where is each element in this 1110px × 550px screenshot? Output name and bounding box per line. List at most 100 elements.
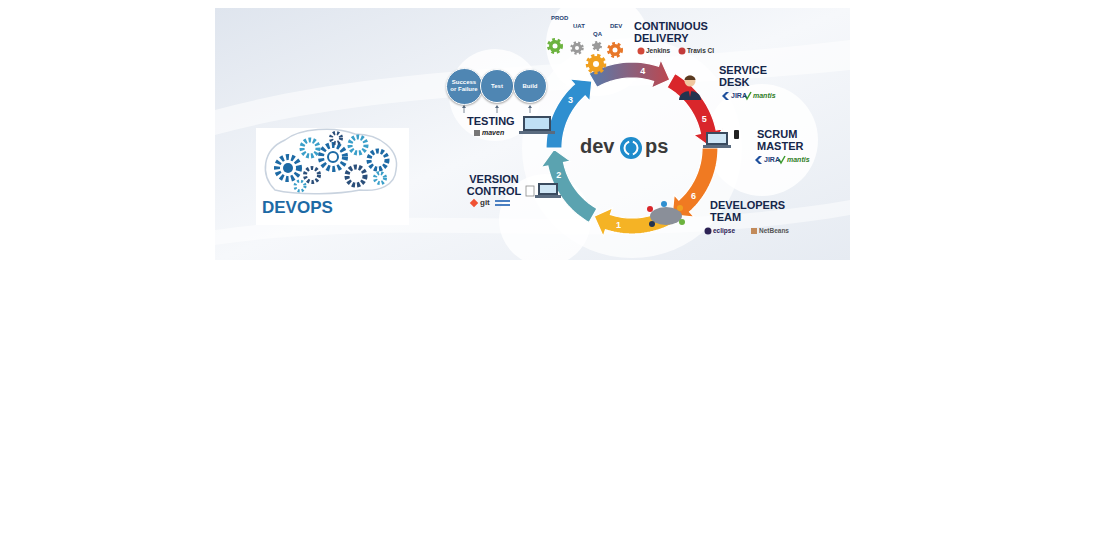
brain-logo bbox=[375, 173, 385, 183]
team-table bbox=[650, 207, 682, 225]
environment-gears bbox=[549, 40, 561, 52]
step-text: Build bbox=[523, 83, 538, 90]
brain-logo bbox=[350, 137, 366, 153]
brain-logo bbox=[331, 133, 341, 143]
laptop-icon bbox=[703, 145, 731, 148]
environment-gears bbox=[613, 48, 618, 53]
tool-logo bbox=[679, 48, 686, 55]
environment-gears bbox=[594, 43, 601, 50]
tool-name: Travis CI bbox=[687, 47, 714, 54]
environment-gears bbox=[572, 43, 582, 53]
tool-logo bbox=[495, 200, 510, 202]
laptop-icon bbox=[526, 186, 534, 196]
laptop-icon bbox=[540, 185, 556, 193]
tool-name: JIRA bbox=[731, 92, 747, 100]
devops-logo-mark bbox=[620, 137, 642, 159]
stage-heading: CONTINUOUS DELIVERY bbox=[634, 20, 718, 44]
logo-text: DEVOPS bbox=[262, 199, 333, 218]
tool-logo bbox=[722, 92, 729, 100]
stage-heading: SCRUM MASTER bbox=[757, 128, 809, 152]
team-table bbox=[647, 201, 685, 227]
up-arrow bbox=[495, 105, 499, 108]
tool-name: JIRA bbox=[764, 156, 780, 164]
tool-logo bbox=[751, 228, 757, 234]
laptop-icon bbox=[734, 130, 739, 139]
tool-logo bbox=[705, 228, 712, 235]
step-number: 6 bbox=[691, 192, 696, 201]
white-halo bbox=[706, 84, 818, 196]
logo-text: dev bbox=[580, 135, 614, 157]
environment-label: PROD bbox=[551, 15, 568, 22]
step-text: Success or Failure bbox=[450, 79, 478, 92]
environment-gears bbox=[549, 40, 621, 72]
step-number: 2 bbox=[556, 170, 561, 179]
laptop-icon bbox=[538, 183, 558, 195]
step-circle: Build bbox=[513, 69, 547, 103]
environment-gears bbox=[553, 44, 558, 49]
service-person bbox=[688, 88, 692, 97]
service-person bbox=[679, 76, 701, 101]
devops-logo-mark bbox=[620, 137, 642, 159]
tool-name: maven bbox=[482, 129, 504, 137]
step-circle: Test bbox=[480, 69, 514, 103]
step-number: 5 bbox=[702, 114, 707, 123]
laptop-icon bbox=[706, 132, 728, 145]
step-number: 1 bbox=[616, 220, 621, 229]
up-arrow bbox=[462, 105, 532, 113]
stage-heading: SERVICE DESK bbox=[719, 64, 777, 88]
laptop-icon bbox=[525, 118, 549, 129]
stage-heading: VERSION CONTROL bbox=[463, 173, 525, 197]
brain-logo bbox=[283, 163, 293, 173]
tool-name: Jenkins bbox=[646, 47, 670, 54]
devops-logo-mark bbox=[629, 140, 633, 144]
team-table bbox=[679, 219, 685, 225]
brain-logo bbox=[369, 151, 387, 169]
tool-name: git bbox=[480, 199, 490, 208]
tool-name: mantis bbox=[787, 156, 810, 164]
stage-heading: DEVELOPERS TEAM bbox=[710, 199, 794, 223]
environment-gears bbox=[609, 44, 621, 56]
up-arrow bbox=[528, 105, 532, 108]
brain-logo bbox=[302, 140, 318, 156]
devops-logo-mark bbox=[629, 153, 633, 157]
environment-label: DEV bbox=[610, 23, 622, 30]
team-table bbox=[677, 205, 683, 211]
laptop-icon bbox=[535, 195, 561, 198]
brain-logo bbox=[256, 128, 409, 225]
step-number: 4 bbox=[640, 66, 645, 75]
environment-label: QA bbox=[593, 31, 602, 38]
tool-logo bbox=[495, 204, 510, 206]
step-circle: Success or Failure bbox=[446, 68, 483, 105]
brain-logo bbox=[328, 152, 338, 162]
up-arrow bbox=[462, 105, 466, 108]
step-number: 3 bbox=[568, 95, 573, 104]
tool-name: eclipse bbox=[713, 227, 735, 234]
team-table bbox=[647, 206, 653, 212]
laptop-icon bbox=[519, 116, 739, 198]
brain-logo bbox=[256, 128, 409, 225]
service-person bbox=[685, 76, 696, 87]
logo-text: ps bbox=[645, 135, 668, 157]
tool-logo bbox=[470, 199, 478, 207]
tool-name: NetBeans bbox=[759, 227, 789, 234]
step-text: Test bbox=[491, 83, 503, 90]
brain-logo bbox=[277, 157, 299, 179]
environment-label: UAT bbox=[573, 23, 585, 30]
tool-logo bbox=[755, 156, 762, 164]
environment-gears bbox=[593, 61, 599, 67]
environment-gears bbox=[575, 46, 579, 50]
laptop-icon bbox=[708, 134, 726, 143]
laptop-icon bbox=[519, 131, 555, 134]
tool-logo bbox=[638, 48, 645, 55]
brain-logo bbox=[347, 167, 365, 185]
brain-logo bbox=[305, 168, 319, 182]
laptop-icon bbox=[523, 116, 551, 131]
team-table bbox=[649, 221, 655, 227]
white-halo bbox=[449, 0, 818, 266]
brain-logo bbox=[265, 129, 396, 194]
service-person bbox=[685, 76, 696, 81]
